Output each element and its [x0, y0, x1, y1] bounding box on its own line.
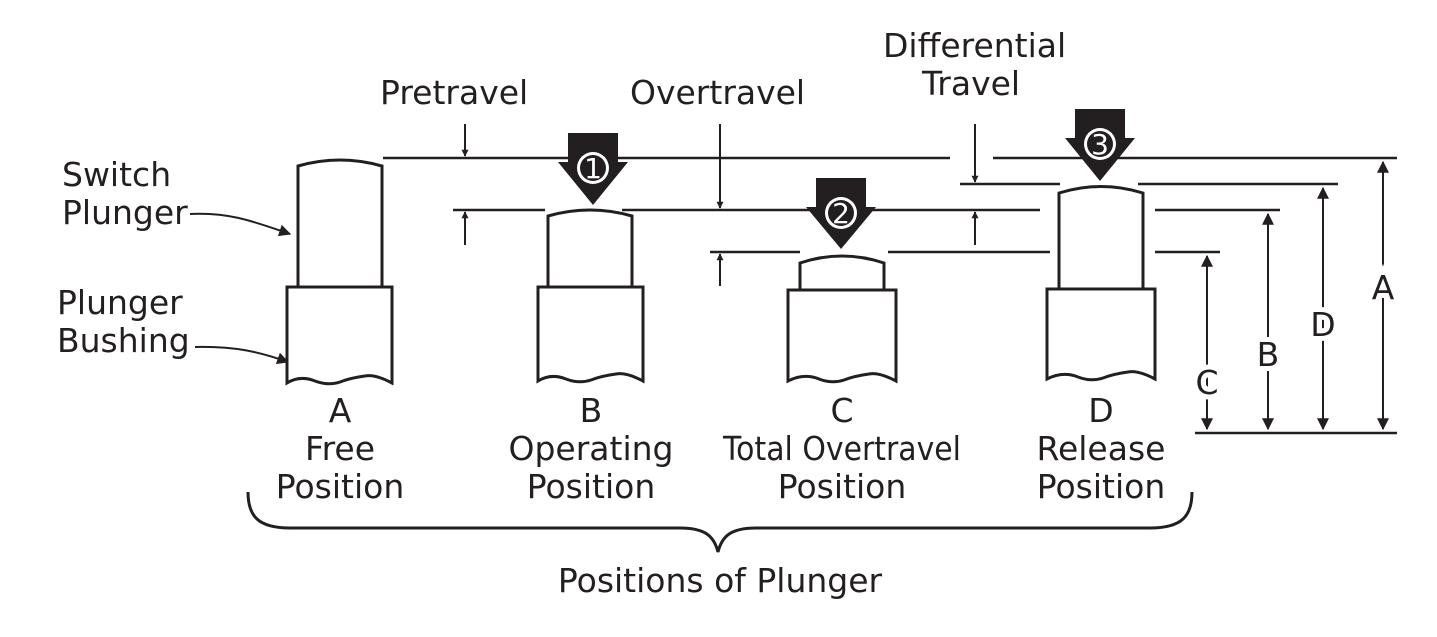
plunger-release: [1045, 185, 1157, 382]
force-arrow-1: 1: [558, 133, 628, 205]
pretravel-label: Pretravel: [380, 73, 528, 112]
position-d-line2: Position: [1037, 467, 1166, 506]
dimension-d-label: D: [1310, 305, 1335, 344]
dimension-b-label: B: [1257, 335, 1280, 374]
position-caption-a: A Free Position: [276, 391, 405, 506]
plunger-c-bushing: [786, 288, 898, 384]
plunger-total-overtravel: [786, 254, 898, 384]
position-b-letter: B: [580, 391, 603, 430]
plunger-bushing-leader: [194, 345, 290, 365]
dimension-arrows: [1201, 160, 1389, 431]
force-arrow-3: 3: [1065, 109, 1135, 181]
position-a-letter: A: [329, 391, 352, 430]
plunger-d-rod: [1057, 185, 1145, 291]
position-c-letter: C: [830, 391, 853, 430]
plunger-c-rod: [798, 254, 886, 292]
positions-brace: [246, 491, 1194, 553]
force-arrow-2: 2: [806, 178, 876, 249]
position-caption-b: B Operating Position: [509, 391, 674, 506]
plunger-bushing-label-line2: Bushing: [57, 321, 190, 360]
position-a-line2: Position: [276, 467, 405, 506]
position-d-line1: Release: [1037, 429, 1166, 468]
position-d-letter: D: [1088, 391, 1113, 430]
plunger-free: [285, 158, 394, 386]
plunger-operating: [536, 208, 645, 384]
position-b-line2: Position: [527, 467, 656, 506]
positions-of-plunger-label: Positions of Plunger: [558, 561, 883, 600]
overtravel-label: Overtravel: [630, 73, 805, 112]
plunger-a-bushing: [285, 285, 394, 386]
switch-plunger-label-line1: Switch: [62, 155, 171, 194]
plunger-b-bushing: [536, 285, 645, 384]
plunger-b-rod: [546, 208, 634, 289]
dimension-a-label: A: [1372, 268, 1395, 307]
force-marker-2: 2: [832, 197, 850, 230]
position-c-line2: Position: [778, 467, 907, 506]
switch-plunger-leader: [189, 212, 292, 237]
plunger-a-rod: [296, 158, 384, 289]
differential-travel-label-line2: Travel: [921, 64, 1020, 103]
force-marker-1: 1: [584, 152, 602, 185]
travel-arrows: [461, 124, 979, 286]
force-marker-3: 3: [1091, 128, 1109, 161]
plunger-d-bushing: [1045, 287, 1157, 382]
switch-plunger-label-line2: Plunger: [62, 193, 188, 232]
position-a-line1: Free: [305, 429, 375, 468]
plunger-bushing-label-line1: Plunger: [57, 283, 183, 322]
position-caption-d: D Release Position: [1037, 391, 1166, 506]
position-b-line1: Operating: [509, 429, 674, 468]
differential-travel-label-line1: Differential: [883, 26, 1066, 65]
position-c-line1: Total Overtravel: [722, 429, 961, 468]
dimension-c-label: C: [1195, 363, 1218, 402]
position-caption-c: C Total Overtravel Position: [722, 391, 961, 506]
